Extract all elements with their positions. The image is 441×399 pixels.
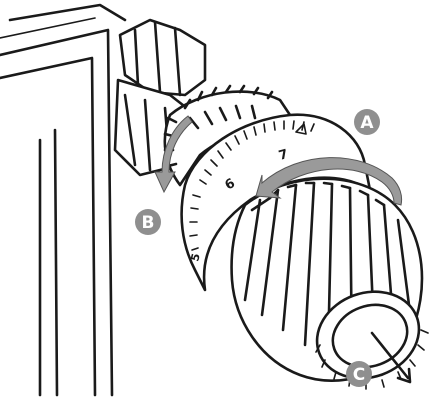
callout-b: B	[135, 209, 161, 235]
callout-c-label: C	[353, 365, 365, 385]
callout-a: A	[354, 109, 380, 135]
callout-a-label: A	[360, 113, 374, 133]
callout-b-label: B	[142, 213, 155, 233]
radiator-frame	[0, 5, 125, 395]
knurled-grip	[232, 179, 432, 393]
callout-c: C	[346, 361, 372, 387]
